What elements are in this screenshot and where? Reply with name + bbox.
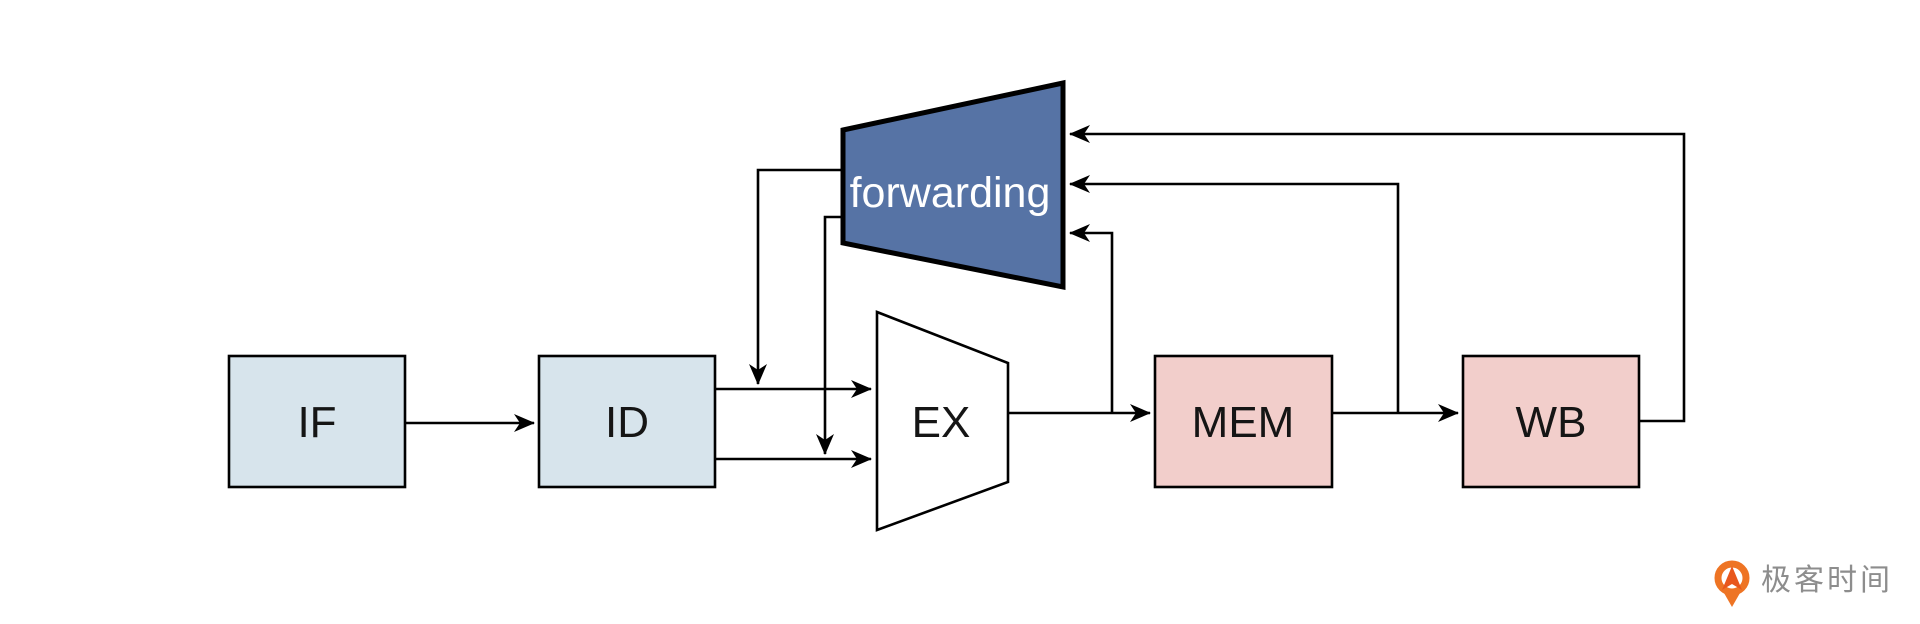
logo-ring <box>1714 560 1750 596</box>
stage-if-box <box>227 354 407 489</box>
stage-ex: EX <box>875 310 1010 532</box>
stage-if: IF <box>227 354 407 489</box>
geektime-logo-text: 极客时间 <box>1761 564 1893 597</box>
stage-wb: WB <box>1461 354 1641 489</box>
stage-id-label: ID <box>605 398 649 447</box>
connector-wb-to-forwarding <box>1069 125 1686 423</box>
stage-mem-box <box>1153 354 1334 489</box>
connector-forwarding-to-ex-lower <box>816 215 843 455</box>
geektime-logo-icon <box>1714 560 1750 607</box>
stage-wb-label: WB <box>1516 398 1587 447</box>
forwarding-unit: forwarding <box>840 79 1066 291</box>
connector-ex-to-forwarding <box>1069 224 1114 413</box>
stage-wb-box <box>1461 354 1641 489</box>
geektime-logo: 极客时间 <box>1714 560 1893 607</box>
connector-layer <box>405 125 1686 468</box>
logo-arrow <box>1722 566 1742 590</box>
connector-forwarding-to-ex-upper <box>749 168 843 385</box>
forwarding-trapezoid <box>840 79 1066 291</box>
stage-id: ID <box>537 354 717 489</box>
stage-ex-label: EX <box>912 398 971 447</box>
stage-ex-trapezoid <box>875 310 1010 532</box>
stage-mem-label: MEM <box>1192 398 1295 447</box>
logo-pin-tail <box>1724 593 1740 607</box>
connector-mem-to-forwarding <box>1069 175 1400 413</box>
stage-id-box <box>537 354 717 489</box>
stage-if-label: IF <box>297 398 336 447</box>
forwarding-label: forwarding <box>850 169 1051 217</box>
stage-mem: MEM <box>1153 354 1334 489</box>
